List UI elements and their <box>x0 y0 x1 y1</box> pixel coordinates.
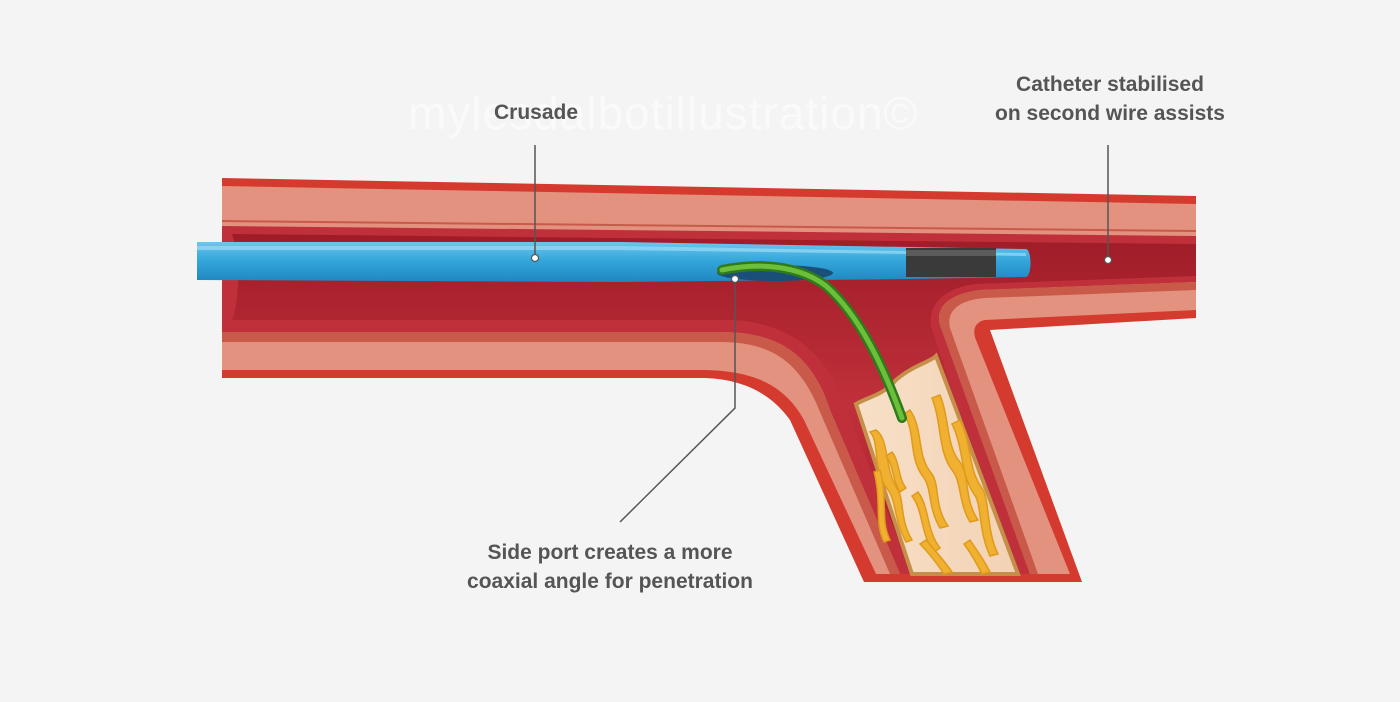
sideport-label-line-2: coaxial angle for penetration <box>467 570 753 593</box>
sideport-leader-dot <box>730 274 740 284</box>
side-port-label: Side port creates a more coaxial angle f… <box>420 538 800 596</box>
crusade-label-text: Crusade <box>493 101 579 124</box>
penetration-wire <box>717 261 907 423</box>
watermark-text: mylesdalbotillustration© <box>408 87 919 139</box>
leader-dots <box>530 253 1113 284</box>
sideport-leader-line <box>619 279 736 523</box>
crusade-catheter <box>197 242 1031 282</box>
leader-lines <box>534 145 1109 523</box>
crusade-leader-dot <box>530 253 540 263</box>
main-vessel <box>222 178 1196 582</box>
crusade-label: Crusade <box>436 98 636 127</box>
catheter-label-line-1: Catheter stabilised <box>1016 73 1204 96</box>
sideport-label-line-1: Side port creates a more <box>487 541 733 564</box>
catheter-stabilised-label: Catheter stabilised on second wire assis… <box>960 70 1260 128</box>
catheter-leader-dot <box>1103 255 1113 265</box>
catheter-label-line-2: on second wire assists <box>995 102 1225 125</box>
